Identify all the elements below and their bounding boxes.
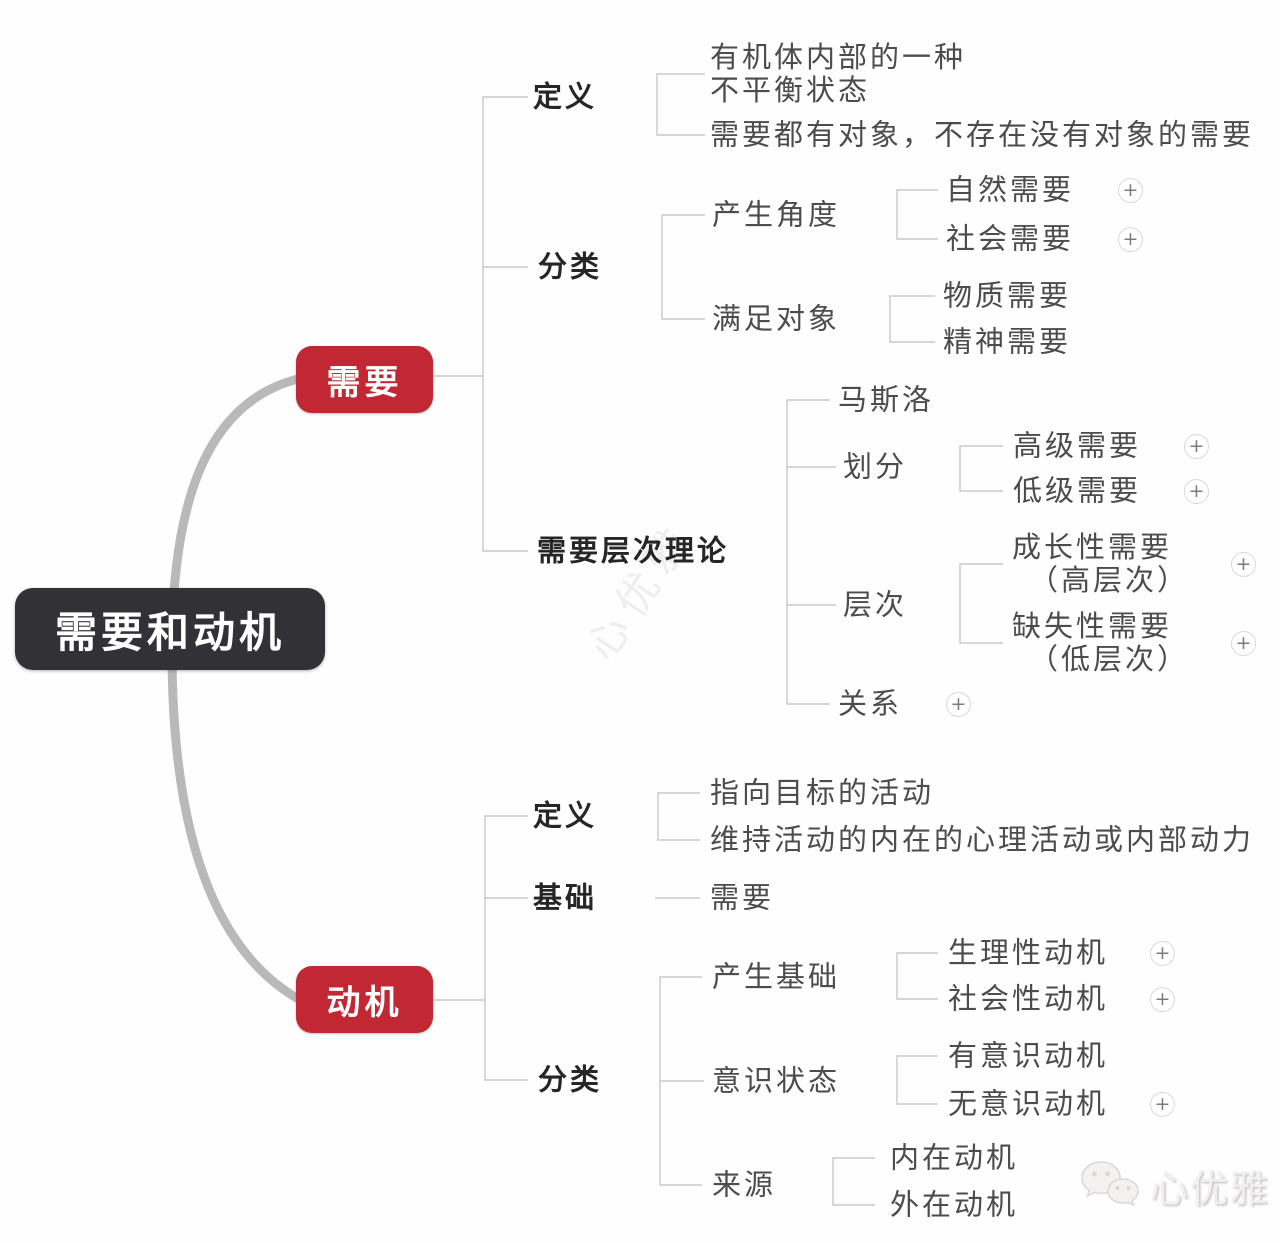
topic-levels[interactable]: 层次 <box>843 587 908 622</box>
leaf-conscious-motivation[interactable]: 有意识动机 <box>948 1038 1109 1073</box>
expand-icon-physiological-motivation[interactable]: + <box>1150 941 1175 966</box>
leaf-need-definition-item1[interactable]: 有机体内部的一种 不平衡状态 <box>710 40 967 107</box>
expand-icon-higher-need[interactable]: + <box>1184 434 1209 459</box>
topic-need-classification[interactable]: 分类 <box>538 249 603 284</box>
brand-watermark: 心优雅 <box>1078 1158 1270 1213</box>
expand-icon-social-motivation[interactable]: + <box>1150 987 1175 1012</box>
leaf-motivation-definition-item2[interactable]: 维持活动的内在的心理活动或内部动力 <box>710 822 1255 857</box>
expand-icon-natural-need[interactable]: + <box>1118 178 1143 203</box>
topic-basis[interactable]: 基础 <box>533 880 598 915</box>
leaf-intrinsic-motivation[interactable]: 内在动机 <box>890 1140 1019 1175</box>
topic-hierarchy-theory[interactable]: 需要层次理论 <box>537 533 730 568</box>
expand-icon-unconscious-motivation[interactable]: + <box>1150 1092 1175 1117</box>
expand-icon-social-need[interactable]: + <box>1118 227 1143 252</box>
leaf-material-need[interactable]: 物质需要 <box>943 278 1072 313</box>
leaf-social-motivation[interactable]: 社会性动机 <box>948 981 1109 1016</box>
leaf-social-need[interactable]: 社会需要 <box>946 221 1075 256</box>
topic-motivation-definition[interactable]: 定义 <box>533 798 598 833</box>
leaf-unconscious-motivation[interactable]: 无意识动机 <box>948 1086 1109 1121</box>
expand-icon-lower-need[interactable]: + <box>1184 479 1209 504</box>
topic-by-object[interactable]: 满足对象 <box>712 301 841 336</box>
topic-consciousness-state[interactable]: 意识状态 <box>712 1063 841 1098</box>
topic-relation[interactable]: 关系 <box>838 686 903 721</box>
wechat-icon <box>1081 1160 1139 1207</box>
topic-need-definition[interactable]: 定义 <box>533 79 598 114</box>
leaf-need-definition-item2[interactable]: 需要都有对象，不存在没有对象的需要 <box>710 117 1255 152</box>
branch-topic-motivation[interactable]: 动机 <box>296 966 433 1033</box>
topic-by-origin[interactable]: 产生角度 <box>712 197 841 232</box>
leaf-natural-need[interactable]: 自然需要 <box>946 172 1075 207</box>
expand-icon-relation[interactable]: + <box>946 692 971 717</box>
root-topic-need-and-motivation[interactable]: 需要和动机 <box>15 588 325 670</box>
leaf-spiritual-need[interactable]: 精神需要 <box>943 324 1072 359</box>
leaf-lower-need[interactable]: 低级需要 <box>1013 473 1142 508</box>
leaf-growth-need[interactable]: 成长性需要 （高层次） <box>1012 530 1190 597</box>
leaf-basis-need[interactable]: 需要 <box>710 880 775 915</box>
leaf-deficiency-need[interactable]: 缺失性需要 （低层次） <box>1012 609 1190 676</box>
expand-icon-growth-need[interactable]: + <box>1231 552 1256 577</box>
branch-topic-need[interactable]: 需要 <box>296 346 433 413</box>
leaf-extrinsic-motivation[interactable]: 外在动机 <box>890 1187 1019 1222</box>
leaf-motivation-definition-item1[interactable]: 指向目标的活动 <box>710 775 935 810</box>
leaf-maslow[interactable]: 马斯洛 <box>838 382 935 417</box>
topic-source[interactable]: 来源 <box>712 1167 777 1202</box>
topic-division[interactable]: 划分 <box>843 449 908 484</box>
brand-watermark-text: 心优雅 <box>1150 1167 1271 1211</box>
leaf-higher-need[interactable]: 高级需要 <box>1013 428 1142 463</box>
leaf-physiological-motivation[interactable]: 生理性动机 <box>948 935 1109 970</box>
topic-by-basis[interactable]: 产生基础 <box>712 959 841 994</box>
topic-motivation-classification[interactable]: 分类 <box>538 1062 603 1097</box>
expand-icon-deficiency-need[interactable]: + <box>1231 631 1256 656</box>
main-branch-curve <box>167 373 307 1006</box>
